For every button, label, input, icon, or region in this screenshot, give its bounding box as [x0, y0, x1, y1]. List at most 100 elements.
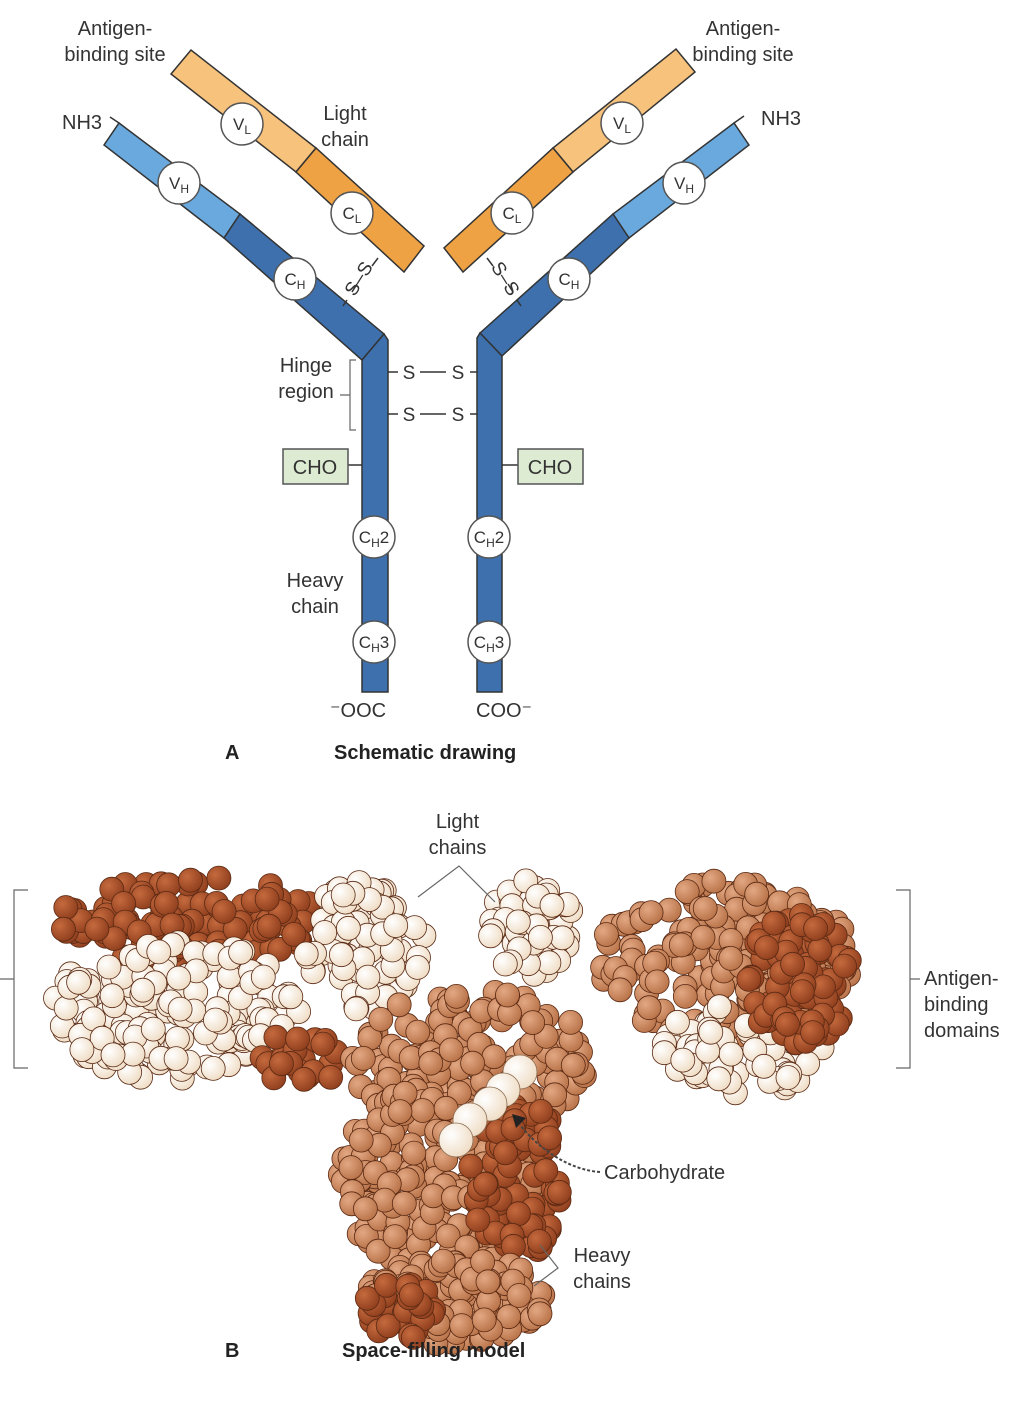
- atom-sphere: [636, 995, 662, 1021]
- atom-sphere: [761, 910, 787, 936]
- cho-label-left: CHO: [293, 457, 337, 479]
- atom-sphere: [789, 979, 815, 1004]
- atom-sphere: [520, 1010, 546, 1035]
- atom-sphere: [449, 1313, 475, 1338]
- atom-sphere: [475, 1269, 501, 1295]
- atom-sphere: [391, 1191, 417, 1216]
- atom-sphere: [736, 967, 762, 992]
- atom-sphere: [99, 983, 125, 1009]
- heavy-chains-label: Heavy chains: [573, 1245, 631, 1293]
- panel-b-caption: Space-filling model: [342, 1340, 526, 1362]
- atom-sphere: [368, 1007, 394, 1032]
- light-chain-left: [169, 48, 426, 274]
- atom-sphere: [665, 1009, 690, 1035]
- atom-sphere: [206, 865, 232, 891]
- atom-sphere: [744, 881, 770, 907]
- atom-sphere: [401, 1140, 427, 1166]
- coo-label-left: ⁻OOC: [330, 700, 387, 722]
- atom-sphere: [430, 1248, 456, 1274]
- atom-sphere: [493, 1140, 518, 1166]
- atom-sphere: [354, 1285, 380, 1311]
- atom-sphere: [355, 964, 381, 990]
- atom-sphere: [800, 1020, 825, 1045]
- atom-sphere: [435, 1223, 461, 1249]
- light-chains-label: Light chains: [428, 811, 487, 859]
- atom-sphere: [291, 1066, 317, 1092]
- light-chain-right: [442, 47, 697, 274]
- cho-box-left: [282, 448, 349, 485]
- domain-label-vl-right: VL: [613, 114, 631, 136]
- nh3-label-left: NH3: [62, 112, 103, 134]
- atom-sphere: [754, 935, 779, 960]
- atom-sphere: [166, 965, 192, 991]
- atom-sphere: [542, 1082, 568, 1108]
- panel-a-letter: A: [225, 742, 240, 764]
- domain-circle-vh-left: [157, 161, 201, 205]
- domain-circle-vl-right: [600, 101, 644, 145]
- atom-sphere: [375, 1313, 401, 1339]
- domain-label-cl-left: CL: [343, 204, 362, 226]
- cho-label-right: CHO: [528, 457, 572, 479]
- atom-sphere: [335, 915, 361, 941]
- atom-sphere: [343, 996, 369, 1022]
- atom-sphere: [718, 946, 744, 971]
- atom-sphere: [348, 1127, 374, 1153]
- atom-sphere: [53, 995, 79, 1021]
- atom-sphere: [373, 1272, 399, 1298]
- disulfide-bonds: [342, 257, 522, 466]
- atom-sphere: [707, 994, 732, 1020]
- panel-a-caption: Schematic drawing: [334, 742, 517, 764]
- light-chain-label: Light chain: [321, 103, 369, 151]
- atom-sphere: [318, 1064, 344, 1090]
- domain-label-vh-right: VH: [674, 174, 694, 196]
- atom-sphere: [473, 1171, 498, 1197]
- domain-label-ch-left: CH: [285, 270, 306, 292]
- atom-sphere: [607, 977, 633, 1003]
- domain-circle-ch-right: [547, 257, 591, 301]
- atom-sphere: [718, 1041, 744, 1067]
- atom-sphere: [84, 916, 110, 942]
- atom-sphere: [533, 1158, 559, 1184]
- domain-circle-vh-right: [662, 161, 706, 205]
- atom-sphere: [701, 868, 727, 894]
- atom-sphere: [644, 969, 670, 995]
- atom-sphere: [281, 922, 307, 947]
- atom-sphere: [330, 882, 356, 908]
- atom-sphere: [338, 1155, 364, 1180]
- domain-circle-cl-left: [330, 191, 374, 235]
- atom-sphere: [546, 1179, 572, 1205]
- atom-sphere: [202, 1007, 228, 1033]
- carbohydrate-sphere: [438, 1122, 474, 1158]
- atom-sphere: [200, 1056, 226, 1081]
- carbohydrate-label: Carbohydrate: [604, 1162, 726, 1184]
- atom-sphere: [256, 913, 282, 939]
- atom-sphere: [140, 1016, 166, 1042]
- atom-sphere: [674, 879, 700, 904]
- disulfide-s-4: S: [452, 405, 465, 426]
- hinge-region-label: Hinge region: [278, 355, 334, 403]
- atom-sphere: [269, 1051, 294, 1077]
- atom-sphere: [594, 922, 619, 947]
- atom-sphere: [558, 1010, 583, 1035]
- domain-circle-cl-right: [490, 191, 534, 235]
- atom-sphere: [539, 892, 565, 918]
- coo-label-right: COO⁻: [476, 700, 533, 722]
- atom-sphere: [780, 951, 805, 977]
- atom-sphere: [386, 992, 412, 1018]
- atom-sphere: [228, 939, 254, 965]
- domain-circle-ch-left: [273, 257, 317, 301]
- domain-circle-ch3-left: [352, 620, 396, 664]
- atom-sphere: [549, 925, 575, 951]
- nh3-label-right: NH3: [761, 108, 802, 130]
- atom-sphere: [690, 925, 716, 950]
- domain-label-cl-right: CL: [503, 204, 522, 226]
- antigen-binding-site-label-left: Antigen-binding site: [64, 18, 166, 66]
- atom-sphere: [250, 964, 276, 990]
- atom-sphere: [211, 899, 237, 924]
- atom-sphere: [458, 1153, 484, 1179]
- atom-sphere: [130, 977, 156, 1003]
- domain-label-ch2-right: CH2: [474, 528, 504, 550]
- heavy-chains-pointer: [533, 1244, 559, 1287]
- atom-sphere: [492, 951, 518, 977]
